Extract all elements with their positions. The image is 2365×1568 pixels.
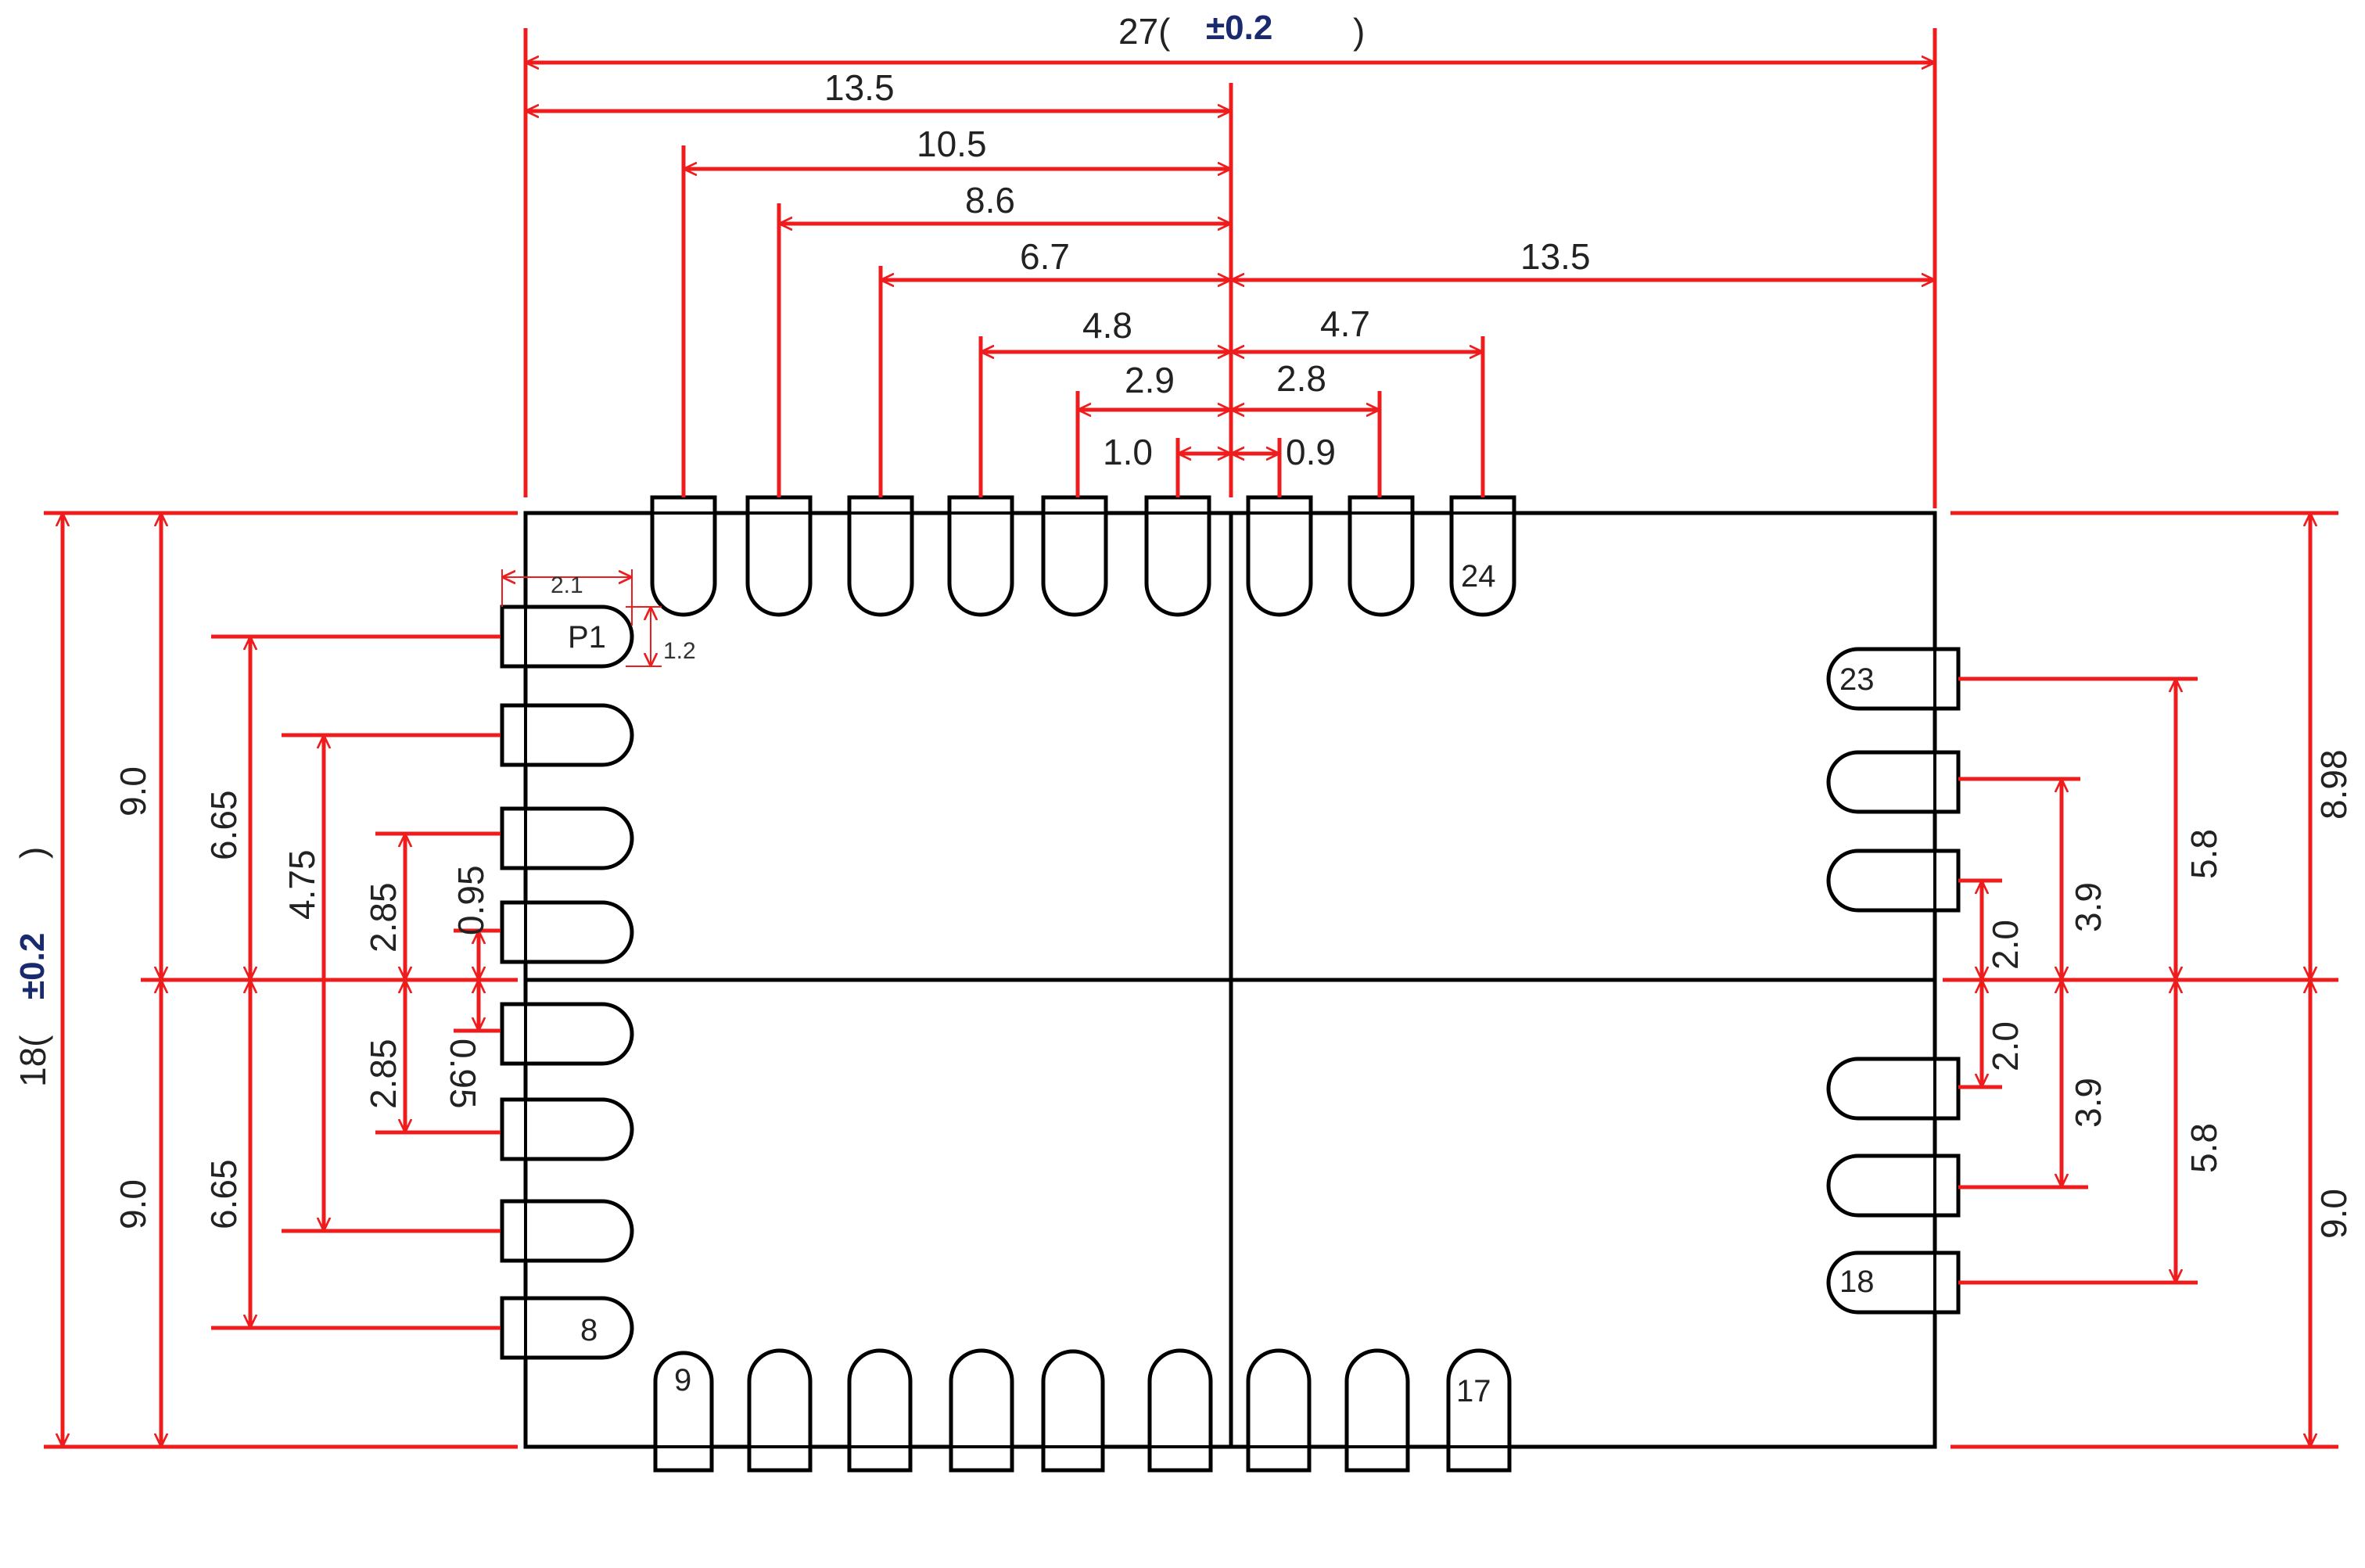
dim-right-3-9-lower: 3.9 — [2068, 1078, 2108, 1128]
bottom-pad — [1344, 1348, 1410, 1473]
pin-label-17: 17 — [1456, 1374, 1491, 1408]
pin-label-18: 18 — [1839, 1265, 1875, 1299]
top-pad — [947, 495, 1014, 617]
dim-right-5-8-lower: 5.8 — [2184, 1123, 2224, 1173]
bottom-pad — [747, 1348, 813, 1473]
dim-right-9-0: 9.0 — [2313, 1189, 2354, 1239]
right-pad-23 — [1826, 647, 1961, 711]
top-pad — [650, 495, 717, 617]
right-pad — [1826, 1057, 1961, 1121]
dim-left-6-65-upper: 6.65 — [203, 790, 244, 860]
bottom-pad-17 — [1446, 1348, 1512, 1473]
dim-10-5: 10.5 — [917, 124, 987, 164]
overall-height-close: ) — [13, 847, 53, 859]
dim-right-2-0-lower: 2.0 — [1985, 1021, 2026, 1071]
bottom-pin-row — [653, 1348, 1512, 1473]
dim-left-0-95-lower: 0.95 — [443, 1039, 483, 1109]
bottom-pad — [847, 1348, 913, 1473]
top-pad — [1144, 495, 1211, 617]
left-pad — [500, 1199, 634, 1263]
dim-4-7: 4.7 — [1320, 303, 1370, 344]
left-pad — [500, 1002, 634, 1066]
dim-left-2-85-lower: 2.85 — [363, 1039, 404, 1109]
overall-height-tolerance: ±0.2 — [13, 933, 52, 999]
pin-label-8: 8 — [580, 1313, 598, 1347]
dim-right-3-9-upper: 3.9 — [2068, 882, 2108, 932]
bottom-pad — [949, 1348, 1014, 1473]
overall-height-group: 18( ±0.2 ) — [13, 847, 53, 1087]
left-pad — [500, 900, 634, 964]
top-pad — [745, 495, 813, 617]
dim-13-5-left: 13.5 — [824, 67, 895, 108]
dim-pad-height: 1.2 — [663, 638, 696, 664]
pad-size-dimension — [501, 569, 662, 667]
top-pad-24 — [1449, 495, 1516, 617]
dim-4-8: 4.8 — [1082, 305, 1132, 346]
right-pad — [1826, 849, 1961, 913]
dim-right-5-8-upper: 5.8 — [2184, 829, 2224, 879]
pin-label-24: 24 — [1461, 559, 1496, 594]
left-pad-p1 — [500, 605, 634, 669]
dim-left-6-65-lower: 6.65 — [203, 1159, 244, 1229]
dim-8-6: 8.6 — [965, 180, 1015, 221]
dim-left-9-0-lower: 9.0 — [113, 1179, 153, 1229]
dim-left-0-95-upper: 0.95 — [450, 865, 491, 935]
top-pad — [1348, 495, 1415, 617]
dim-pad-width: 2.1 — [551, 572, 583, 598]
overall-width-label: 27( — [1118, 11, 1171, 52]
bottom-pad — [1147, 1348, 1213, 1473]
dim-6-7: 6.7 — [1020, 236, 1070, 277]
bottom-pad — [1246, 1348, 1312, 1473]
left-pin-row — [500, 605, 634, 1360]
right-pad — [1826, 750, 1961, 814]
dim-left-4-75: 4.75 — [282, 849, 322, 920]
dim-1-0: 1.0 — [1103, 432, 1153, 472]
left-pad — [500, 806, 634, 870]
dim-right-8-98: 8.98 — [2313, 749, 2354, 820]
overall-width-close: ) — [1353, 11, 1365, 52]
dim-right-2-0-upper: 2.0 — [1985, 920, 2026, 970]
bottom-pad — [1041, 1349, 1105, 1473]
dim-13-5-right: 13.5 — [1520, 236, 1591, 277]
right-pin-row — [1826, 647, 1961, 1315]
dim-2-8: 2.8 — [1276, 358, 1326, 399]
top-pad — [1041, 495, 1108, 617]
left-pad-8 — [500, 1296, 634, 1360]
left-pad — [500, 1097, 634, 1161]
top-pin-row — [650, 495, 1516, 617]
dim-2-9: 2.9 — [1125, 360, 1175, 400]
left-pad — [500, 703, 634, 767]
dim-left-9-0-upper: 9.0 — [113, 766, 153, 816]
pin-label-9: 9 — [674, 1363, 691, 1398]
right-pad — [1826, 1154, 1961, 1218]
overall-width-tolerance: ±0.2 — [1206, 9, 1272, 47]
top-pad — [847, 495, 914, 617]
module-outline — [523, 511, 1937, 1449]
right-pad-18 — [1826, 1250, 1961, 1315]
dim-0-9: 0.9 — [1286, 432, 1336, 472]
pin-label-p1: P1 — [568, 620, 606, 655]
top-pad — [1246, 495, 1313, 617]
overall-height-label: 18( — [13, 1035, 53, 1087]
dimension-lines — [44, 28, 2338, 1449]
bottom-pad-9 — [653, 1351, 714, 1473]
pin-label-23: 23 — [1839, 662, 1875, 697]
dim-left-2-85-upper: 2.85 — [363, 882, 404, 953]
